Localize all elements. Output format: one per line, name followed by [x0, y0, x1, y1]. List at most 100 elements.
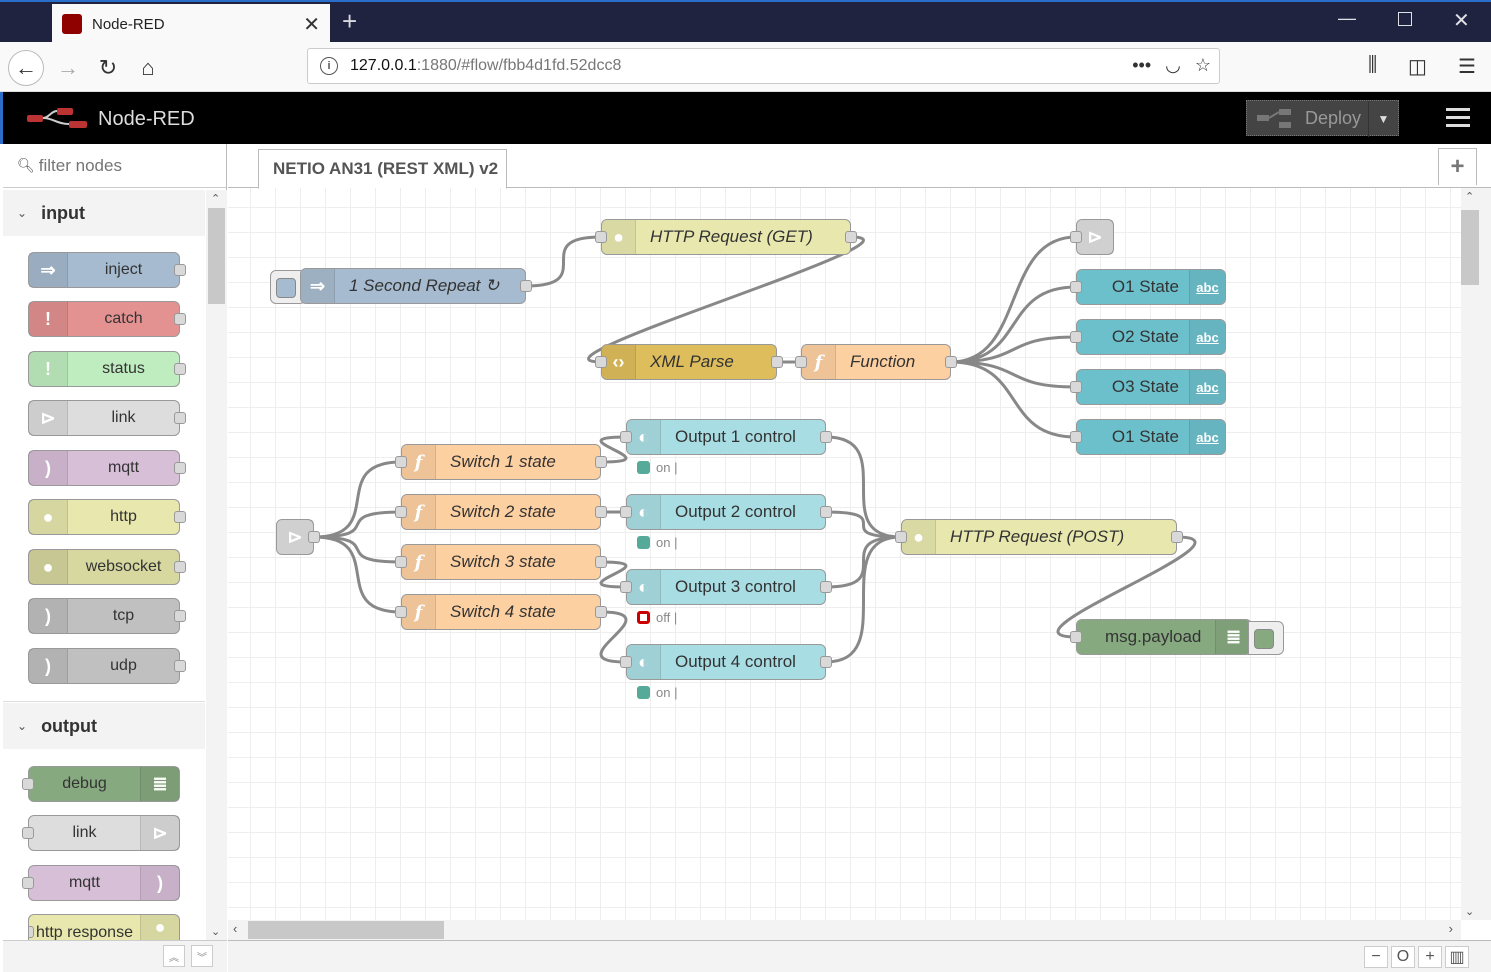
wire[interactable]	[950, 335, 1077, 364]
horizontal-scroll-thumb[interactable]	[248, 921, 444, 939]
wire[interactable]	[825, 435, 902, 539]
input-port[interactable]	[1070, 331, 1082, 343]
palette-node-link-out[interactable]: link⊳	[22, 815, 180, 851]
zoom-out-button[interactable]: −	[1364, 946, 1388, 968]
reload-button[interactable]: ↻	[90, 50, 126, 86]
wire[interactable]	[950, 360, 1077, 439]
palette-node-link-in[interactable]: ⊳link	[28, 400, 186, 436]
vertical-scroll-thumb[interactable]	[1461, 210, 1479, 285]
flow-tab[interactable]: NETIO AN31 (REST XML) v2	[258, 149, 507, 189]
wire[interactable]	[599, 435, 628, 464]
wire[interactable]	[825, 535, 902, 589]
wire[interactable]	[525, 235, 602, 288]
library-icon[interactable]: ⫼	[1368, 54, 1378, 76]
wire[interactable]	[825, 510, 902, 539]
node-http-request-post[interactable]: ●HTTP Request (POST)	[895, 519, 1183, 555]
main-menu-icon[interactable]	[1446, 108, 1470, 128]
deploy-dropdown-icon[interactable]: ▼	[1368, 101, 1398, 137]
node-output-4-control[interactable]: ◐Output 4 control	[620, 644, 832, 680]
input-port[interactable]	[595, 356, 607, 368]
add-flow-button[interactable]: +	[1438, 148, 1477, 185]
pocket-icon[interactable]: ◡	[1165, 55, 1181, 75]
minimize-icon[interactable]: —	[1338, 8, 1356, 28]
url-text[interactable]: 127.0.0.1:1880/#flow/fbb4d1fd.52dcc8	[350, 57, 621, 75]
palette-node-mqtt-in[interactable]: )mqtt	[28, 450, 186, 486]
input-port[interactable]	[1070, 431, 1082, 443]
wire[interactable]	[825, 535, 902, 664]
scroll-up-icon[interactable]: ⌃	[211, 193, 221, 205]
input-port[interactable]	[595, 231, 607, 243]
debug-toggle-button[interactable]	[1248, 621, 1284, 655]
node-output-1-control[interactable]: ◐Output 1 control	[620, 419, 832, 455]
output-port[interactable]	[308, 531, 320, 543]
wire[interactable]	[599, 560, 628, 589]
scroll-up-icon[interactable]: ⌃	[1465, 191, 1475, 203]
canvas-horizontal-scrollbar[interactable]: ‹ ›	[228, 920, 1461, 940]
zoom-in-button[interactable]: +	[1418, 946, 1442, 968]
wire[interactable]	[313, 460, 402, 539]
url-bar[interactable]: i 127.0.0.1:1880/#flow/fbb4d1fd.52dcc8 •…	[307, 48, 1220, 84]
deploy-button[interactable]: Deploy ▼	[1246, 100, 1399, 137]
canvas-vertical-scrollbar[interactable]: ⌃ ⌄	[1461, 188, 1491, 920]
palette-node-debug[interactable]: debug≣	[22, 766, 180, 802]
star-icon[interactable]: ☆	[1194, 55, 1211, 75]
wire[interactable]	[950, 235, 1077, 364]
scroll-right-icon[interactable]: ›	[1448, 921, 1453, 936]
wire[interactable]	[313, 510, 402, 539]
more-icon[interactable]: •••	[1132, 55, 1152, 75]
wire[interactable]	[950, 360, 1077, 389]
forward-button[interactable]: →	[50, 50, 86, 86]
expand-all-button[interactable]: ︾	[191, 945, 213, 967]
input-port[interactable]	[1070, 231, 1082, 243]
palette-scroll-thumb[interactable]	[208, 208, 225, 304]
node-link-in-mid[interactable]: ⊳	[276, 519, 320, 555]
node-link-in-top[interactable]: ⊳	[1070, 219, 1114, 255]
node-xml-parse[interactable]: ‹›XML Parse	[595, 344, 783, 380]
collapse-all-button[interactable]: ︽	[163, 945, 185, 967]
node-output-3-control[interactable]: ◐Output 3 control	[620, 569, 832, 605]
output-port[interactable]	[520, 280, 532, 292]
node-1-second-repeat[interactable]: ⇒1 Second Repeat ↻	[300, 268, 532, 304]
palette-scrollbar[interactable]: ⌃ ⌄	[206, 190, 227, 940]
wire[interactable]	[599, 610, 628, 664]
palette-node-inject[interactable]: ⇒inject	[28, 252, 186, 288]
category-input[interactable]: ⌄input	[3, 190, 205, 236]
zoom-reset-button[interactable]: O	[1391, 946, 1415, 968]
scroll-down-icon[interactable]: ⌄	[211, 926, 221, 938]
category-output[interactable]: ⌄output	[3, 703, 205, 749]
info-icon[interactable]: i	[320, 57, 338, 75]
node-http-request-get[interactable]: ●HTTP Request (GET)	[595, 219, 857, 255]
palette-node-udp-in[interactable]: )udp	[28, 648, 186, 684]
home-button[interactable]: ⌂	[130, 50, 166, 86]
wire[interactable]	[313, 535, 402, 564]
wire[interactable]	[950, 285, 1077, 364]
node-output-2-control[interactable]: ◐Output 2 control	[620, 494, 832, 530]
sidebar-icon[interactable]: ◫	[1408, 56, 1427, 78]
palette-node-http-in[interactable]: ●http	[28, 499, 186, 535]
palette-node-catch[interactable]: !catch	[28, 301, 186, 337]
palette-node-mqtt-out[interactable]: mqtt)	[22, 865, 180, 901]
output-port[interactable]	[771, 356, 783, 368]
input-port[interactable]	[1070, 281, 1082, 293]
close-tab-icon[interactable]: ✕	[303, 14, 320, 36]
palette-node-tcp-in[interactable]: )tcp	[28, 598, 186, 634]
close-window-icon[interactable]: ✕	[1453, 10, 1470, 32]
output-port[interactable]	[845, 231, 857, 243]
wire[interactable]	[313, 535, 402, 614]
browser-menu-icon[interactable]: ☰	[1458, 56, 1476, 78]
scroll-left-icon[interactable]: ‹	[233, 921, 238, 936]
flow-canvas[interactable]: ⇒1 Second Repeat ↻ ●HTTP Request (GET) ‹…	[228, 188, 1461, 920]
navigator-button[interactable]: ▥	[1445, 946, 1469, 968]
palette-node-websocket-in[interactable]: ●websocket	[28, 549, 186, 585]
maximize-icon[interactable]	[1398, 12, 1412, 26]
back-button[interactable]: ←	[8, 50, 44, 86]
output-port[interactable]	[945, 356, 957, 368]
